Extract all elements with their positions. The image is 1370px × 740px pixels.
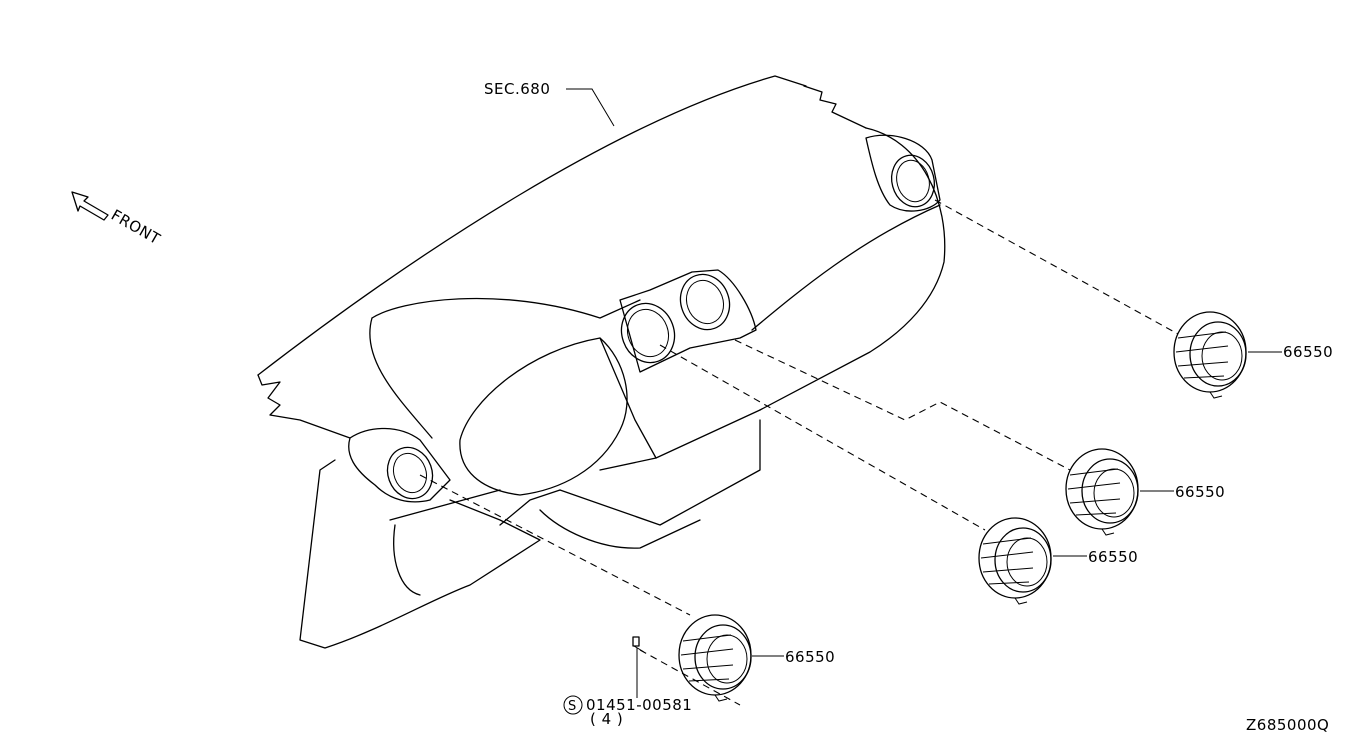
vent-left-outer-number: 66550 [785,648,835,666]
vent-center-left-number: 66550 [1088,548,1138,566]
screw-symbol-icon: S [563,695,583,715]
section-reference-leader [566,88,615,127]
screw-quantity: ( 4 ) [590,710,623,728]
assembly-lines [419,199,1179,706]
svg-text:S: S [568,699,576,714]
instrument-panel-drawing [257,75,946,649]
vent-right-outer-number: 66550 [1283,343,1333,361]
diagram-code: Z685000Q [1246,716,1329,734]
vent-center-right-number: 66550 [1175,483,1225,501]
screw-part-number: 01451-00581 [586,696,692,714]
screw-part[interactable] [632,636,645,653]
section-reference-label: SEC.680 [484,80,550,98]
vent-right-outer-part[interactable] [1173,311,1247,399]
front-arrow-icon [71,191,109,221]
front-label: FRONT [108,206,164,249]
vent-center-right-part[interactable] [1065,448,1139,536]
vent-center-left-part[interactable] [978,517,1052,605]
vent-left-outer-part[interactable] [678,614,752,702]
